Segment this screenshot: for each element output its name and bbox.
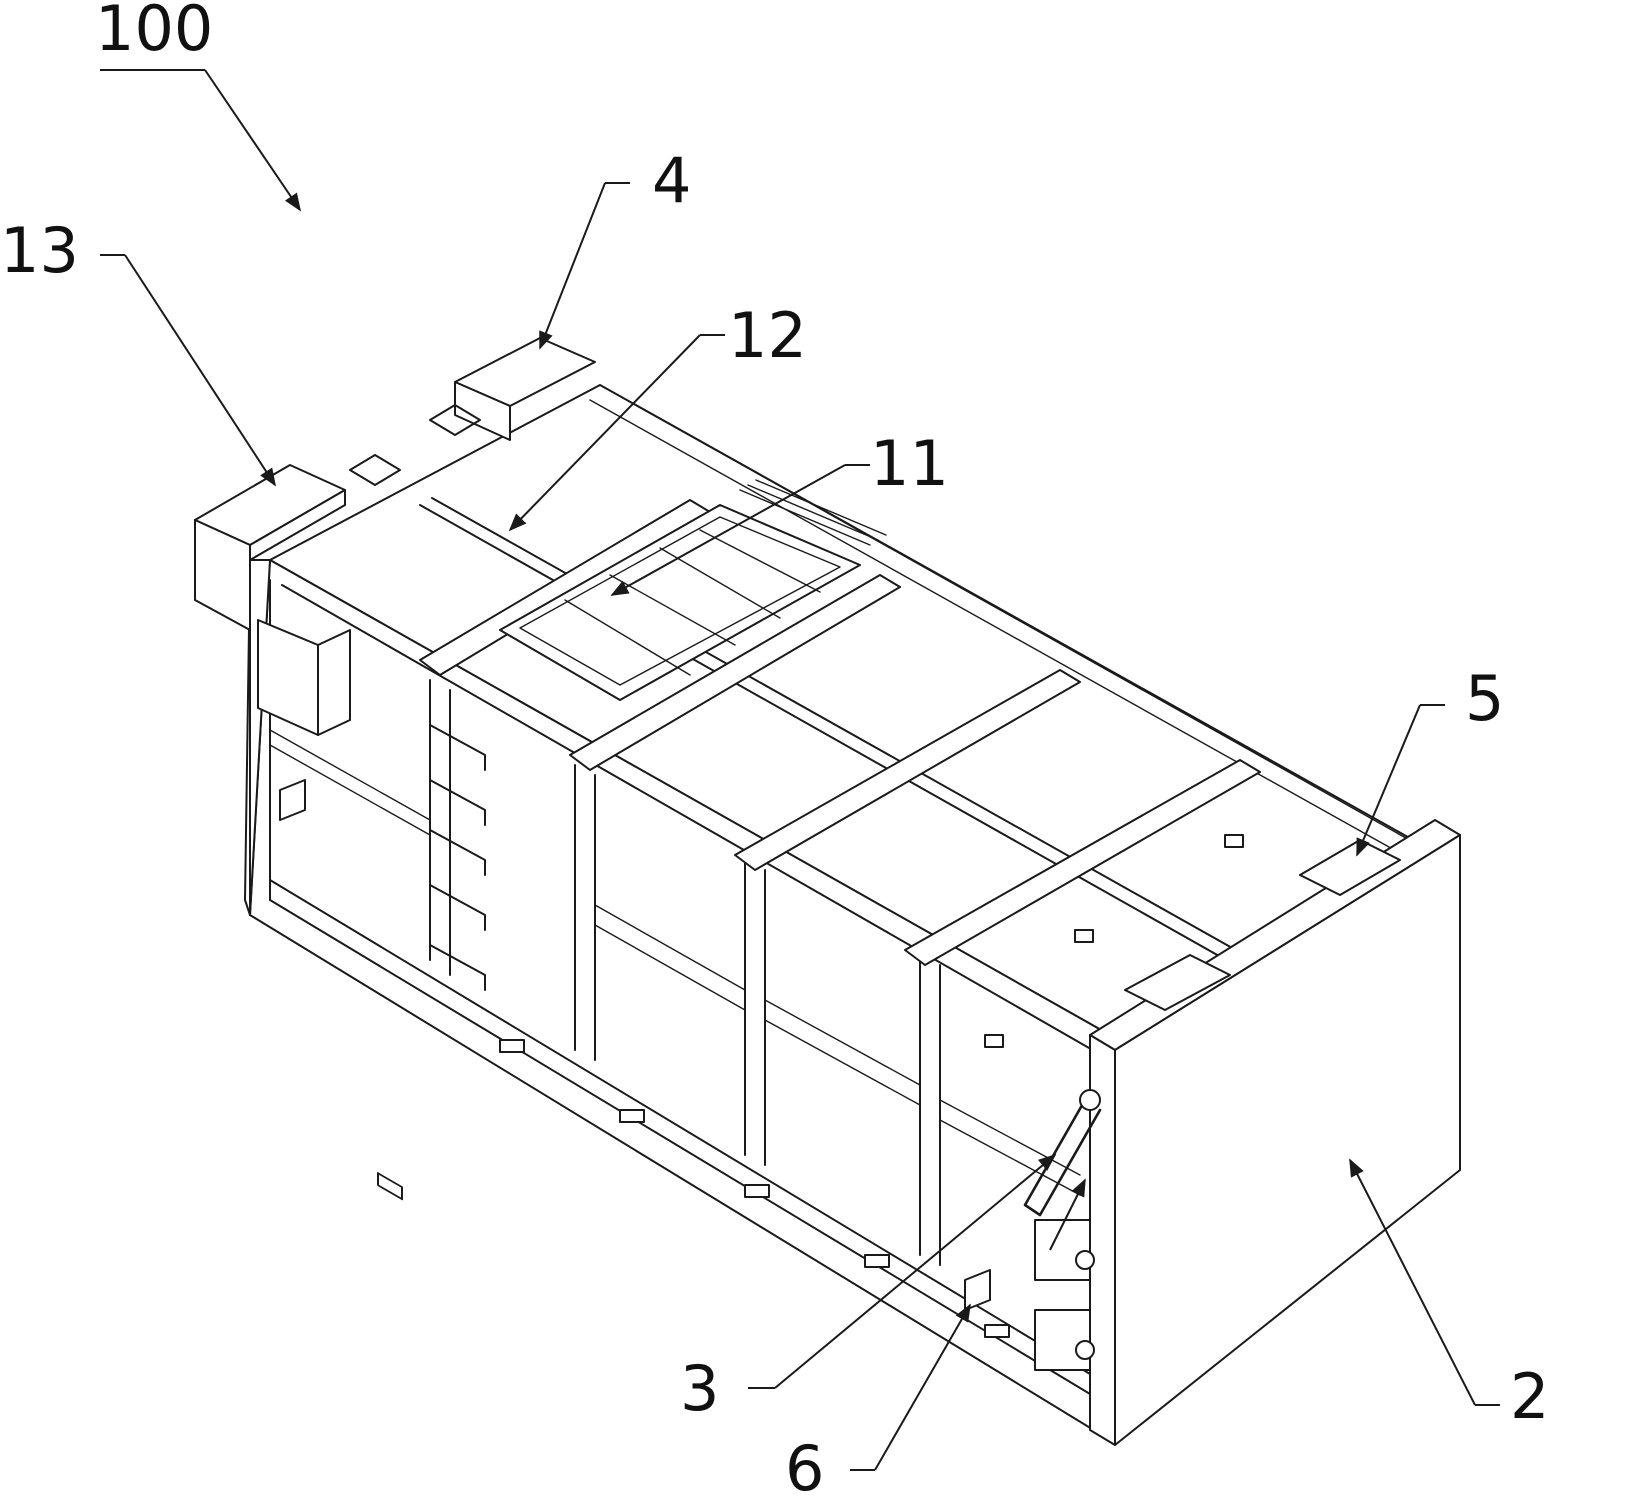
- container-body: [244, 384, 1446, 1441]
- label-3: 3: [680, 1352, 719, 1425]
- label-6: 6: [785, 1432, 824, 1496]
- label-100: 100: [95, 0, 213, 65]
- clip: [1224, 834, 1244, 848]
- pivot: [1075, 1250, 1095, 1270]
- clip: [984, 1034, 1004, 1048]
- motor-box-4: [454, 337, 596, 441]
- label-2: 2: [1510, 1360, 1549, 1433]
- pivot: [1079, 1089, 1101, 1111]
- foot: [984, 1324, 1010, 1338]
- inner-frame: [499, 504, 861, 701]
- foot: [619, 1109, 645, 1123]
- control-box: [257, 619, 351, 736]
- side-latch: [279, 779, 306, 821]
- rear-door: [1089, 819, 1461, 1446]
- leaders: [100, 69, 1500, 1471]
- lock-bracket: [1034, 1219, 1091, 1281]
- lock-handle: [964, 1269, 991, 1311]
- label-4: 4: [652, 144, 691, 217]
- lever-mechanism: [964, 1089, 1102, 1371]
- motor-box-13: [194, 464, 346, 631]
- clip: [1074, 929, 1094, 943]
- ladder: [429, 724, 486, 991]
- label-13: 13: [0, 214, 79, 287]
- top-frame: [419, 479, 1261, 1048]
- foot: [744, 1184, 770, 1198]
- foot: [499, 1039, 525, 1053]
- lock-bracket: [1034, 1309, 1091, 1371]
- label-5: 5: [1465, 662, 1504, 735]
- label-11: 11: [870, 427, 949, 500]
- label-12: 12: [728, 299, 807, 372]
- foot: [864, 1254, 890, 1268]
- foot: [377, 1172, 403, 1201]
- pivot: [1075, 1340, 1095, 1360]
